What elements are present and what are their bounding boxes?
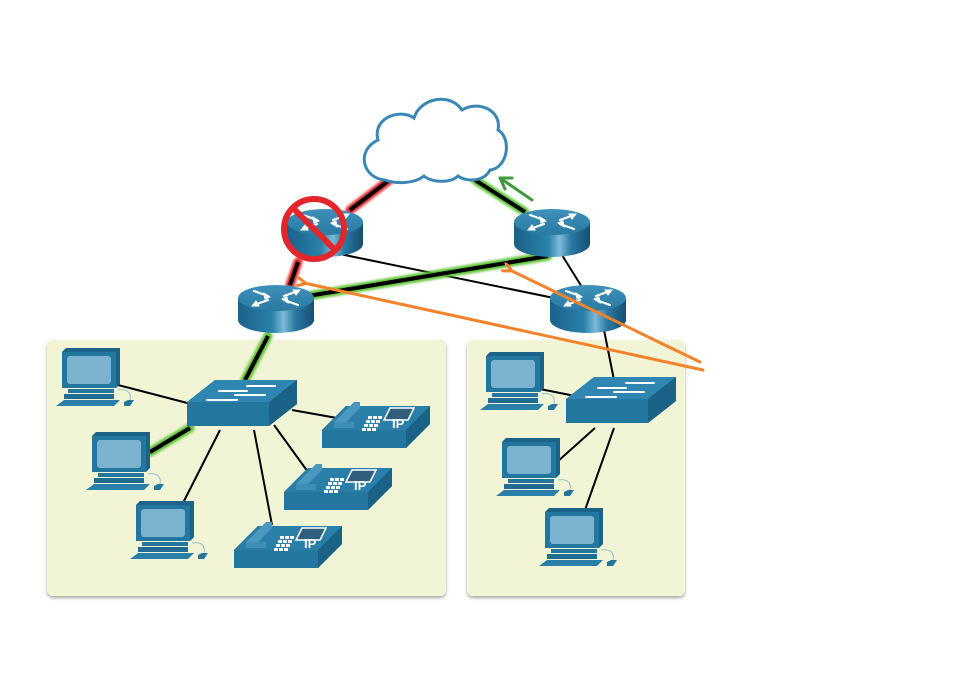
link-cloud-r1 [348, 176, 394, 212]
internet-cloud [362, 97, 508, 185]
router-lower-left[interactable] [236, 283, 316, 335]
ip-phone-label: IP [304, 536, 317, 551]
link-r3-lswitch [243, 335, 270, 381]
link-r2-r3 [295, 254, 549, 300]
pointer-to-r2-r3-link [510, 270, 702, 364]
link-r4-rswitch [603, 329, 615, 381]
link-lswitch-pc2 [148, 426, 192, 454]
traffic-flow-arrow [498, 176, 534, 202]
failure-prohibited-icon [281, 196, 347, 262]
pointer-to-r3 [304, 283, 705, 372]
link-rswitch-pc2 [556, 427, 596, 463]
ip-phone-3[interactable]: IP [233, 521, 343, 569]
link-r1-r4 [329, 251, 589, 306]
link-lswitch-phone3 [253, 429, 273, 526]
ip-phone-2[interactable]: IP [283, 463, 393, 511]
link-rswitch-pc3 [584, 427, 615, 511]
ip-phone-label: IP [354, 478, 367, 493]
link-lswitch-pc3 [182, 429, 221, 504]
pointer-lines [304, 270, 705, 372]
ip-phone-1[interactable]: IP [321, 401, 431, 449]
link-r1-r3 [288, 261, 300, 286]
router-upper-right[interactable] [512, 207, 592, 259]
link-lswitch-phone1 [291, 409, 338, 419]
links-failed [285, 173, 397, 290]
link-cloud-r2 [473, 178, 527, 214]
ip-phone-label: IP [392, 416, 405, 431]
link-lswitch-pc1 [117, 384, 196, 406]
link-lswitch-phone2 [273, 424, 309, 473]
link-rswitch-pc1 [539, 388, 576, 397]
